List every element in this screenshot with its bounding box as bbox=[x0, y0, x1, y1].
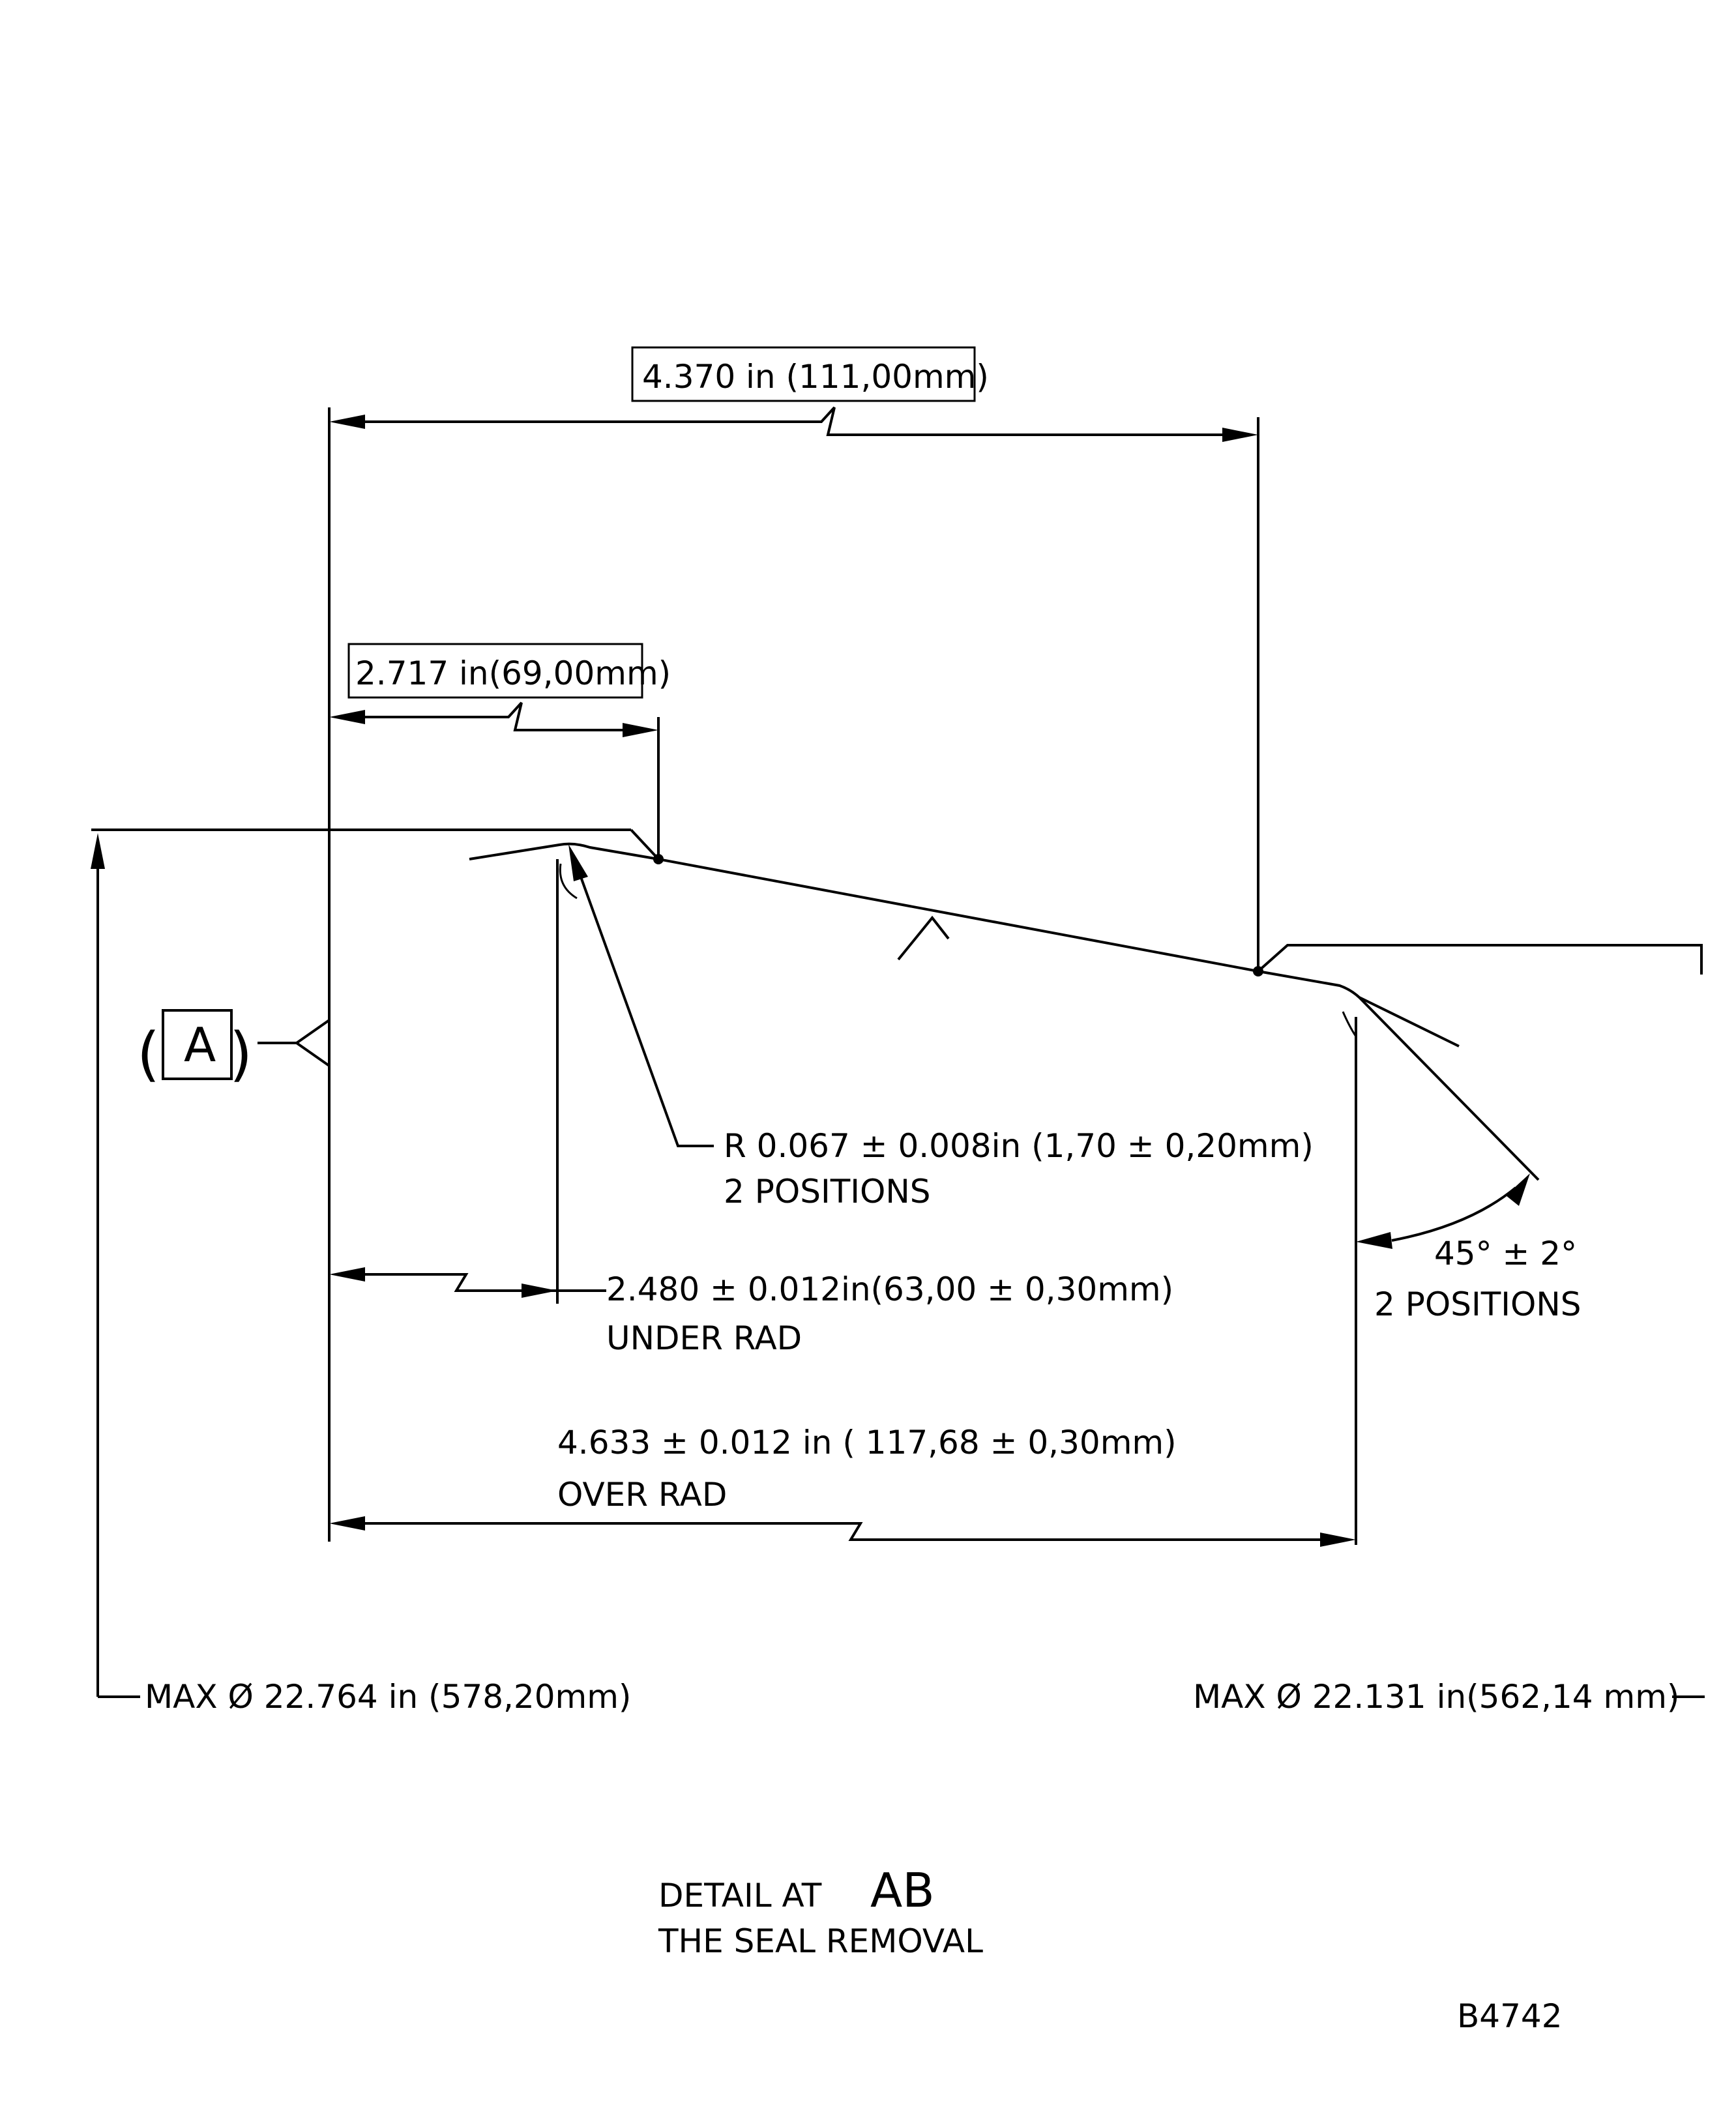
datum-paren-left: ( bbox=[137, 1020, 160, 1089]
radius-text: R 0.067 ± 0.008in (1,70 ± 0,20mm) bbox=[724, 1127, 1314, 1165]
figure-id: B4742 bbox=[1457, 1997, 1563, 2035]
surface-finish-mark bbox=[897, 915, 950, 961]
datum-paren-right: ) bbox=[229, 1020, 252, 1089]
datum-label: A bbox=[184, 1018, 216, 1072]
radius-arc-left bbox=[559, 863, 578, 900]
over-rad-text: 4.633 ± 0.012 in ( 117,68 ± 0,30mm) bbox=[557, 1424, 1177, 1461]
caption-line2: THE SEAL REMOVAL bbox=[658, 1922, 983, 1960]
radius-leader bbox=[568, 844, 714, 1147]
dim-short-width: 2.717 in(69,00mm) bbox=[329, 643, 671, 737]
dim-overall-width: 4.370 in (111,00mm) bbox=[329, 346, 1258, 442]
max-diameter-left-leader bbox=[91, 833, 140, 1698]
angle-positions-text: 2 POSITIONS bbox=[1374, 1285, 1581, 1323]
under-rad-label: UNDER RAD bbox=[606, 1319, 802, 1357]
dim-under-rad bbox=[329, 1267, 606, 1298]
radius-arc-right bbox=[1342, 1011, 1357, 1037]
angle-dimension bbox=[1356, 996, 1540, 1249]
max-diameter-left-text: MAX Ø 22.764 in (578,20mm) bbox=[145, 1678, 631, 1716]
dim-over-rad bbox=[329, 1516, 1356, 1547]
over-rad-label: OVER RAD bbox=[557, 1476, 727, 1514]
angle-text: 45° ± 2° bbox=[1434, 1235, 1577, 1272]
part-profile bbox=[91, 829, 1703, 1048]
datum-feature-symbol: ( A ) bbox=[137, 1009, 331, 1089]
caption-line1-big: AB bbox=[870, 1863, 935, 1918]
radius-positions-text: 2 POSITIONS bbox=[724, 1173, 930, 1210]
under-rad-text: 2.480 ± 0.012in(63,00 ± 0,30mm) bbox=[606, 1270, 1173, 1308]
caption-line1-prefix: DETAIL AT bbox=[658, 1877, 822, 1914]
max-diameter-right-text: MAX Ø 22.131 in(562,14 mm) bbox=[1193, 1678, 1679, 1716]
dim-short-width-text: 2.717 in(69,00mm) bbox=[355, 654, 671, 692]
dim-overall-width-text: 4.370 in (111,00mm) bbox=[642, 358, 989, 396]
